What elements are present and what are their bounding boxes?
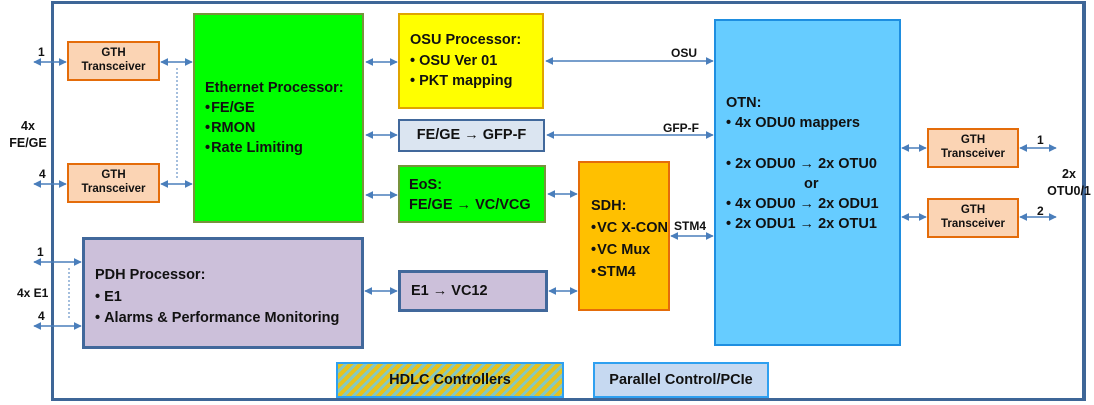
gth-label-line1: GTH [960, 204, 986, 216]
parallel-control-pcie-block[interactable]: Parallel Control/PCIe [593, 362, 769, 398]
otu-port-2-label: 2 [1037, 204, 1044, 218]
gth-label-line2: Transceiver [941, 148, 1005, 160]
osu-item: OSU Ver 01 [410, 51, 542, 72]
pdh-processor-block[interactable]: PDH Processor: E1 Alarms & Performance M… [82, 237, 364, 349]
pdh-item: Alarms & Performance Monitoring [95, 308, 361, 330]
gfp-link-label: GFP-F [663, 121, 699, 135]
gth-label-line1: GTH [101, 169, 126, 181]
gth-label-line1: GTH [101, 47, 126, 59]
osu-link-label: OSU [671, 46, 698, 60]
ethernet-item: Rate Limiting [205, 138, 362, 158]
otn-item: 2x ODU1 → 2x OTU1 [726, 214, 899, 234]
sdh-block[interactable]: SDH: VC X-CON VC Mux STM4 [578, 161, 670, 311]
gth-label-line2: Transceiver [81, 61, 146, 73]
otn-title: OTN: [726, 95, 762, 111]
gth-transceiver-otu-1[interactable]: GTH Transceiver [927, 128, 1019, 168]
otu-type: OTU0/1 [1047, 184, 1091, 198]
e1-group-label: 4x E1 [17, 286, 49, 300]
osu-processor-title: OSU Processor: [410, 32, 522, 48]
gth-label-line2: Transceiver [81, 183, 146, 195]
gth-transceiver-fe-4[interactable]: GTH Transceiver [67, 163, 160, 203]
stm4-link-label: STM4 [674, 219, 707, 233]
ethernet-item: FE/GE [205, 98, 362, 118]
pdh-item: E1 [95, 287, 361, 309]
fe-ge-port-4-label: 4 [39, 167, 46, 181]
sdh-item: STM4 [591, 261, 668, 283]
e1-vc12-mapper-block[interactable]: E1 → VC12 [398, 270, 548, 312]
ethernet-processor-block[interactable]: Ethernet Processor: FE/GE RMON Rate Limi… [193, 13, 364, 223]
fe-ge-type: FE/GE [9, 136, 47, 150]
otu-count: 2x [1062, 167, 1076, 181]
gth-transceiver-fe-1[interactable]: GTH Transceiver [67, 41, 160, 81]
otn-or-label: or [804, 175, 819, 192]
fe-ge-group-label: 4x FE/GE [8, 118, 48, 152]
fe-ge-port-1-label: 1 [38, 45, 45, 59]
osu-item: PKT mapping [410, 71, 542, 92]
gth-label-line1: GTH [960, 134, 986, 146]
e1-port-1-label: 1 [37, 245, 44, 259]
fpga-boundary [51, 1, 1086, 401]
otn-item: 4x ODU0 mappers [726, 113, 899, 133]
eos-mapping: FE/GE → VC/VCG [409, 197, 531, 213]
eos-block[interactable]: EoS: FE/GE → VC/VCG [398, 165, 546, 223]
ethernet-processor-title: Ethernet Processor: [205, 80, 344, 96]
gth-transceiver-otu-2[interactable]: GTH Transceiver [927, 198, 1019, 238]
sdh-title: SDH: [591, 198, 627, 214]
hdlc-controllers-block[interactable]: HDLC Controllers [336, 362, 564, 398]
gth-label-line2: Transceiver [941, 218, 1005, 230]
otn-item: 4x ODU0 → 2x ODU1 [726, 194, 899, 214]
otn-spacer [726, 134, 899, 154]
osu-processor-block[interactable]: OSU Processor: OSU Ver 01 PKT mapping [398, 13, 544, 109]
gfp-mapper-block[interactable]: FE/GE → GFP-F [398, 119, 545, 152]
otu-group-label: 2x OTU0/1 [1044, 166, 1094, 200]
ethernet-item: RMON [205, 118, 362, 138]
fe-ge-count: 4x [21, 119, 35, 133]
e1-port-4-label: 4 [38, 309, 45, 323]
sdh-item: VC X-CON [591, 217, 668, 239]
otu-port-1-label: 1 [1037, 133, 1044, 147]
pdh-processor-title: PDH Processor: [95, 267, 206, 283]
eos-title: EoS: [409, 177, 443, 193]
sdh-item: VC Mux [591, 239, 668, 261]
otn-block[interactable]: OTN: 4x ODU0 mappers 2x ODU0 → 2x OTU0 o… [714, 19, 901, 346]
otn-item: 2x ODU0 → 2x OTU0 [726, 154, 899, 174]
